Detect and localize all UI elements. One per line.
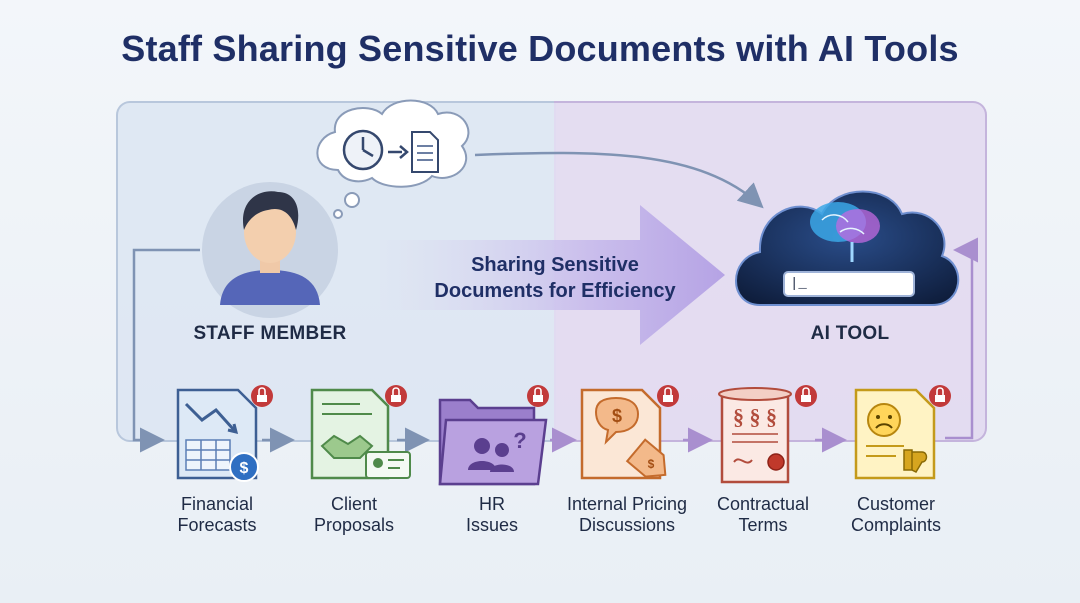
- thought-cloud: [316, 99, 470, 219]
- doc-label-internal-pricing-discussions: Internal Pricing Discussions: [552, 494, 702, 536]
- staff-avatar: [202, 182, 338, 318]
- doc-label-hr-issues: HR Issues: [417, 494, 567, 536]
- lock-badge-3: [527, 385, 549, 407]
- hr-folder-icon: ?: [438, 398, 548, 486]
- doc-label-line-1: Internal Pricing: [566, 494, 688, 514]
- financial-forecast-icon: $: [176, 388, 259, 482]
- lock-badge-6: [929, 385, 951, 407]
- page-title: Staff Sharing Sensitive Documents with A…: [121, 28, 959, 69]
- doc-label-client-proposals: Client Proposals: [279, 494, 429, 536]
- doc-label-line-1: Client: [330, 494, 378, 514]
- ai-cloud: [735, 190, 960, 306]
- doc-label-line-1: Financial: [180, 494, 254, 514]
- thought-to-ai-arrow: [474, 151, 764, 209]
- ai-tool-label: AI TOOL: [810, 323, 890, 344]
- flow-arrow-line-1: Sharing Sensitive: [471, 254, 639, 276]
- svg-text:$: $: [240, 460, 249, 477]
- staff-to-docs-connector: [132, 248, 200, 453]
- flow-arrow-text: Sharing Sensitive Documents for Efficien…: [405, 252, 705, 304]
- doc-label-contractual-terms: Contractual Terms: [688, 494, 838, 536]
- docs-to-ai-connector: [945, 237, 978, 440]
- doc-label-financial-forecasts: Financial Forecasts: [142, 494, 292, 536]
- client-proposal-icon: [310, 388, 411, 480]
- staff-member-label: STAFF MEMBER: [193, 323, 347, 344]
- doc-label-line-2: Forecasts: [177, 515, 257, 535]
- ai-input-cursor: |_: [790, 276, 807, 292]
- lock-badge-4: [657, 385, 679, 407]
- doc-label-line-1: Contractual: [716, 494, 810, 514]
- lock-badge-5: [795, 385, 817, 407]
- lock-badge-1: [251, 385, 273, 407]
- doc-label-line-2: Discussions: [578, 515, 676, 535]
- doc-label-line-2: Terms: [738, 515, 788, 535]
- svg-text:§ § §: § § §: [733, 404, 777, 429]
- pricing-discussion-icon: $ $: [580, 388, 667, 480]
- complaint-document-icon: [854, 388, 936, 480]
- doc-label-line-1: HR: [479, 494, 505, 514]
- doc-label-line-1: Customer: [856, 494, 936, 514]
- doc-label-line-2: Proposals: [313, 515, 395, 535]
- svg-text:?: ?: [513, 428, 526, 453]
- contract-scroll-icon: § § §: [718, 387, 792, 484]
- doc-label-line-2: Complaints: [850, 515, 942, 535]
- flow-arrow-line-2: Documents for Efficiency: [434, 280, 676, 302]
- flow-arrow: [380, 205, 725, 345]
- lock-badge-2: [385, 385, 407, 407]
- doc-label-line-2: Issues: [465, 515, 519, 535]
- doc-label-customer-complaints: Customer Complaints: [821, 494, 971, 536]
- svg-text:$: $: [612, 406, 622, 426]
- svg-text:$: $: [648, 457, 655, 471]
